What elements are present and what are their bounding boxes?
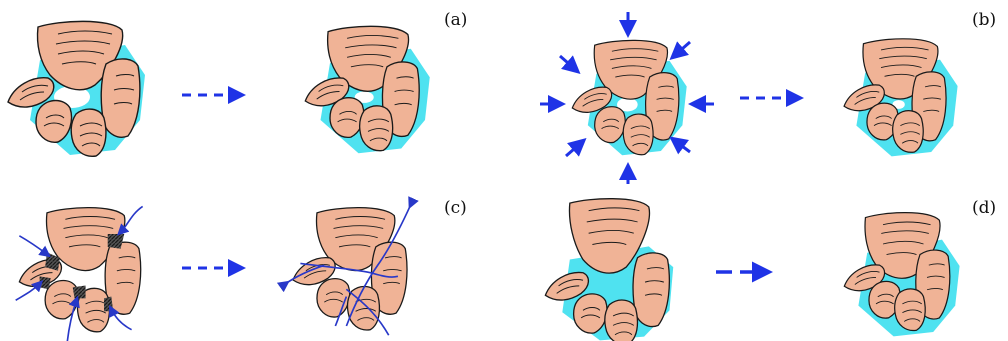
- grain-bottom-right: [360, 106, 393, 151]
- panel-d-initial: [545, 199, 673, 341]
- grain-bottom-right: [605, 300, 638, 341]
- grain-bottom-left: [317, 279, 350, 317]
- grain-right: [101, 59, 140, 137]
- grain-bottom-left: [330, 98, 364, 138]
- grain-bottom-left: [595, 107, 626, 143]
- stress-arrow: [560, 56, 576, 70]
- flow-arrow: [19, 236, 47, 254]
- stress-arrow: [566, 142, 582, 156]
- panel-label-d: (d): [972, 198, 996, 218]
- grain-bottom-right: [623, 114, 653, 155]
- grain-bottom-left: [574, 294, 607, 333]
- panel-label-c: (c): [444, 198, 467, 218]
- stress-arrow: [674, 140, 690, 152]
- grain-bottom-left: [36, 101, 72, 143]
- panel-b-compacted: [844, 39, 958, 157]
- grain-right: [633, 253, 669, 327]
- panel-c-initial: [16, 206, 143, 341]
- panel-label-b: (b): [972, 10, 996, 30]
- grain-bottom-right: [895, 289, 926, 331]
- panel-label-a: (a): [444, 10, 467, 30]
- grain-bottom-right: [71, 109, 106, 156]
- panel-a-initial: [8, 21, 145, 156]
- cement-patch: [73, 286, 86, 299]
- panel-d-compacted: [844, 213, 959, 337]
- panel-a-compacted: [305, 26, 429, 153]
- grain-bottom-right: [893, 111, 924, 153]
- panel-b-initial: [572, 40, 686, 155]
- panel-c-cemented: [286, 205, 411, 336]
- stress-arrow: [674, 42, 690, 56]
- cement-patch: [40, 276, 51, 289]
